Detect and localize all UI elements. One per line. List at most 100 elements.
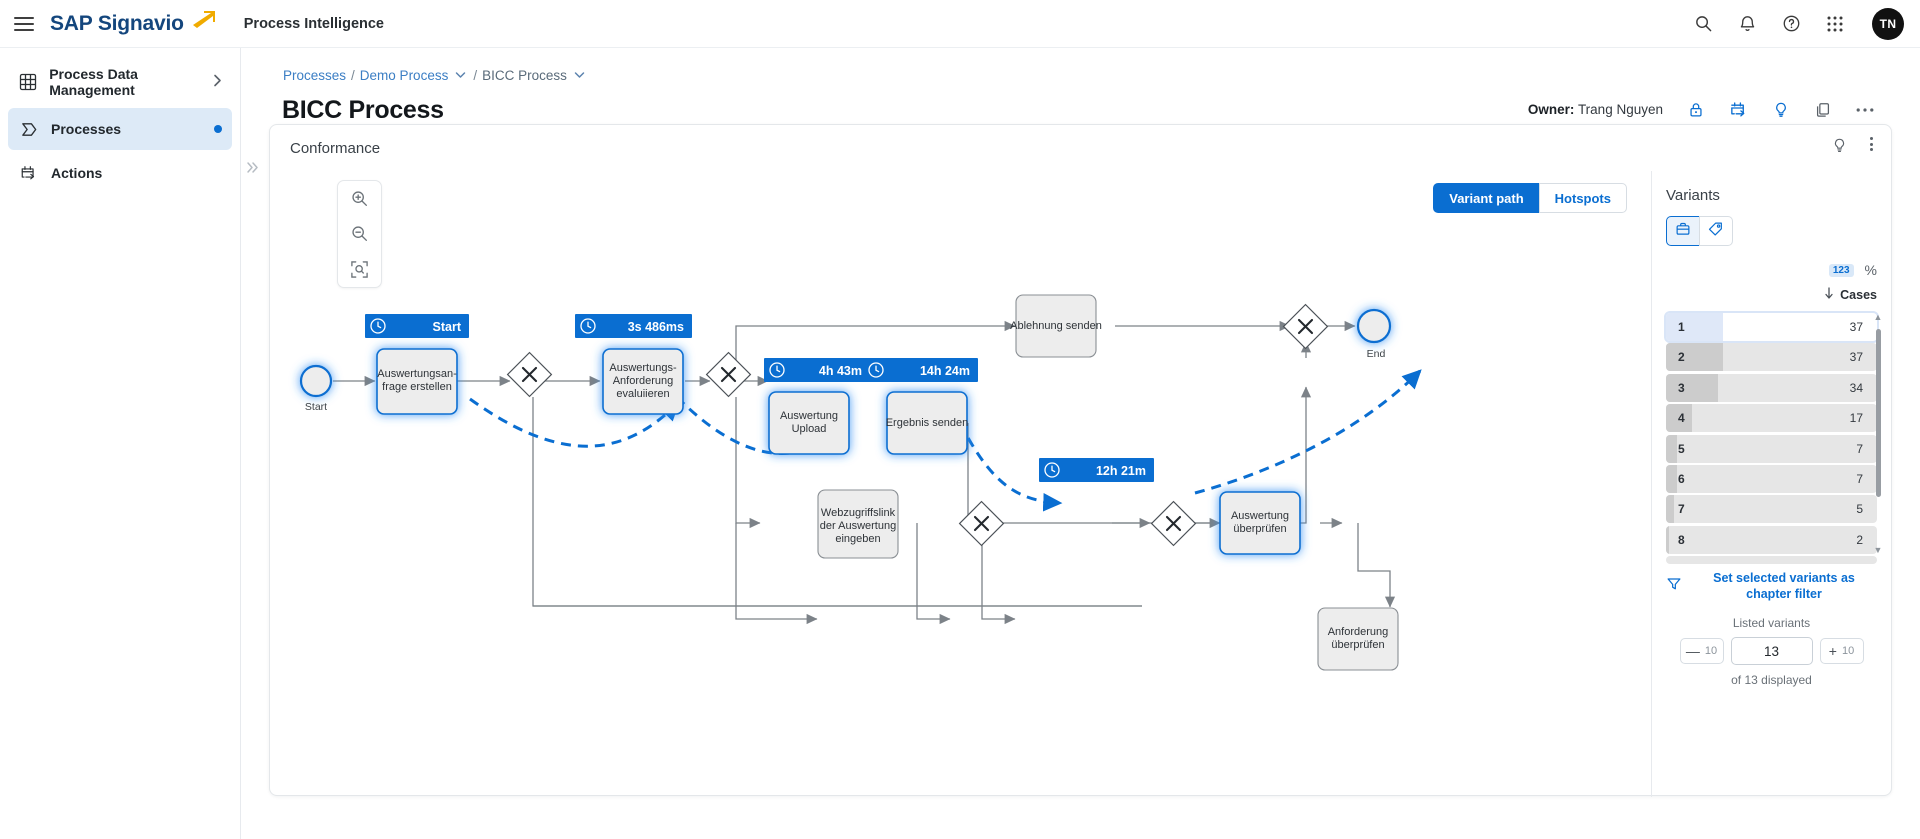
fit-to-screen-icon[interactable] (350, 260, 369, 279)
variants-scrollbar[interactable]: ▲ ▼ (1873, 313, 1883, 555)
breadcrumb-separator-2: / (473, 68, 478, 83)
duration-badge-3s486ms[interactable]: 3s 486ms (575, 314, 692, 338)
zoom-out-icon[interactable] (350, 224, 369, 243)
variant-index: 2 (1678, 350, 1685, 365)
clock-icon (370, 318, 386, 334)
duration-badge-14h24m[interactable]: 14h 24m (863, 358, 978, 382)
set-chapter-filter-button[interactable]: Set selected variants as chapter filter (1666, 571, 1877, 602)
task-anforderung-ueberpruefen[interactable]: Anforderung überprüfen (1317, 607, 1399, 671)
task-label-line1: Auswertung (780, 410, 838, 422)
caret-up-icon[interactable]: ▲ (1873, 312, 1883, 322)
variant-row-1[interactable]: 1 37 (1664, 311, 1879, 343)
gateway-1[interactable] (506, 351, 553, 398)
zoom-controls (337, 180, 382, 288)
app-grid-icon[interactable] (1824, 13, 1846, 35)
sidebar-collapse-toggle[interactable] (243, 158, 261, 180)
displayed-note: of 13 displayed (1731, 673, 1812, 688)
sidebar-item-actions[interactable]: Actions (8, 152, 232, 194)
lightbulb-icon[interactable] (1772, 101, 1790, 119)
more-icon[interactable] (1856, 107, 1874, 113)
hamburger-icon[interactable] (14, 16, 34, 31)
search-icon[interactable] (1692, 13, 1714, 35)
brand-logo[interactable]: SAP Signavio (50, 12, 184, 36)
decrement-10-button[interactable]: — 10 (1679, 638, 1724, 665)
breadcrumb-processes[interactable]: Processes (283, 68, 347, 83)
briefcase-icon-button[interactable] (1666, 216, 1700, 246)
copy-icon[interactable] (1814, 101, 1832, 119)
variant-row-3[interactable]: 3 34 (1666, 373, 1877, 402)
duration-badge-start[interactable]: Start (365, 314, 469, 338)
variants-sort-header[interactable]: Cases (1666, 287, 1877, 303)
chevron-down-icon-2[interactable] (574, 70, 585, 82)
task-label-line1: Anforderung (1328, 626, 1389, 638)
gateway-3[interactable] (1282, 303, 1329, 350)
task-auswertung-ueberpruefen[interactable]: Auswertung überprüfen (1219, 491, 1301, 555)
chevron-double-right-icon (246, 161, 259, 177)
sidebar-item-process-data-management[interactable]: Process Data Management (8, 58, 232, 106)
breadcrumb-demo-process[interactable]: Demo Process (359, 68, 449, 83)
bell-icon[interactable] (1736, 13, 1758, 35)
task-label-line2: Anforderung (613, 375, 674, 387)
task-label-line2: überprüfen (1233, 523, 1286, 535)
toggle-variant-path[interactable]: Variant path (1433, 183, 1540, 213)
variants-panel: Variants 123 % (1651, 171, 1891, 797)
help-icon[interactable] (1780, 13, 1802, 35)
task-label-line1: Auswertung (1231, 510, 1289, 522)
view-toggle-group: Variant path Hotspots (1433, 183, 1627, 213)
variant-row-2[interactable]: 2 37 (1666, 343, 1877, 372)
lock-icon[interactable] (1687, 101, 1705, 119)
sort-label: Cases (1840, 288, 1877, 302)
task-auswertung-upload[interactable]: Auswertung Upload (768, 391, 850, 455)
listed-variants-stepper: — 10 + 10 (1666, 637, 1877, 666)
unit-count-button[interactable]: 123 (1828, 263, 1854, 277)
variant-row-9-partial[interactable] (1666, 556, 1877, 565)
task-label-line1: Ablehnung senden (1010, 320, 1102, 332)
task-webzugriffslink-der-auswertung-eingeben[interactable]: Webzugriffslink der Auswertung eingeben (817, 489, 899, 559)
task-auswertungsanfrage-erstellen[interactable]: Auswertungsan- frage erstellen (376, 348, 458, 415)
variant-index: 6 (1678, 471, 1685, 486)
unit-percent-button[interactable]: % (1864, 262, 1877, 278)
chevron-down-icon[interactable] (455, 70, 466, 82)
avatar[interactable]: TN (1872, 7, 1904, 40)
variant-index: 8 (1678, 532, 1685, 547)
process-diagram[interactable]: Variant path Hotspots (270, 171, 1653, 797)
zoom-in-icon[interactable] (350, 189, 369, 208)
task-ergebnis-senden[interactable]: Ergebnis senden (886, 391, 969, 455)
calendar-arrow-icon[interactable] (1729, 100, 1748, 119)
variant-row-4[interactable]: 4 17 (1666, 404, 1877, 433)
end-event[interactable]: End (1356, 308, 1392, 360)
sidebar-item-processes[interactable]: Processes (8, 108, 232, 150)
scrollbar-thumb[interactable] (1875, 329, 1881, 497)
increment-10-button[interactable]: + 10 (1819, 638, 1864, 665)
breadcrumb-current: BICC Process (482, 68, 567, 83)
start-event[interactable]: Start (299, 364, 333, 413)
toggle-hotspots[interactable]: Hotspots (1538, 183, 1627, 213)
variant-index: 7 (1678, 502, 1685, 517)
minus-icon: — (1685, 643, 1700, 660)
sidebar-item-label: Processes (51, 120, 122, 137)
lightbulb-icon[interactable] (1831, 137, 1848, 159)
task-ablehnung-senden[interactable]: Ablehnung senden (1010, 294, 1102, 358)
card-title: Conformance (290, 139, 381, 157)
gateway-5[interactable] (1150, 500, 1197, 547)
task-auswertungs-anforderung-evaluiieren[interactable]: Auswertungs- Anforderung evaluiieren (602, 348, 684, 415)
listed-variants-input[interactable] (1730, 637, 1813, 666)
duration-badge-label: 12h 21m (1096, 464, 1146, 478)
owner-name: Trang Nguyen (1577, 102, 1663, 117)
gateway-4[interactable] (958, 500, 1005, 547)
variant-row-5[interactable]: 5 7 (1666, 434, 1877, 463)
listed-variants-label: Listed variants (1732, 616, 1811, 631)
variant-row-6[interactable]: 6 7 (1666, 464, 1877, 493)
variant-row-8[interactable]: 8 2 (1666, 525, 1877, 554)
scrollbar-track[interactable] (1875, 325, 1881, 543)
variant-row-7[interactable]: 7 5 (1666, 495, 1877, 524)
variant-cases: 37 (1849, 350, 1863, 365)
duration-badge-4h43m[interactable]: 4h 43m (764, 358, 870, 382)
duration-badge-12h21m[interactable]: 12h 21m (1039, 458, 1154, 482)
kebab-menu-icon[interactable] (1870, 137, 1873, 159)
caret-down-icon[interactable]: ▼ (1873, 545, 1883, 555)
gateway-2[interactable] (705, 351, 752, 398)
tag-icon-button[interactable] (1699, 216, 1733, 246)
task-label-line1: Auswertungsan- (377, 368, 457, 380)
variant-index: 3 (1678, 380, 1685, 395)
